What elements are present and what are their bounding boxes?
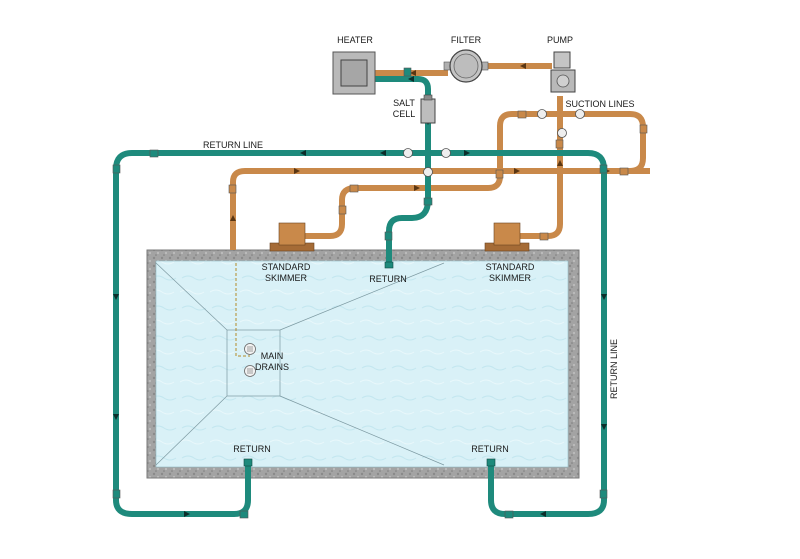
filter-icon bbox=[443, 49, 489, 83]
valve-icon bbox=[423, 167, 433, 177]
return-inlets bbox=[243, 261, 496, 467]
heater-icon bbox=[332, 51, 376, 95]
salt-cell-icon bbox=[420, 94, 436, 124]
heater-label: HEATER bbox=[337, 35, 373, 45]
pipe-couplings bbox=[112, 67, 648, 519]
valve-icon bbox=[557, 128, 567, 138]
suction-pipes bbox=[230, 63, 650, 250]
return-flow-arrows bbox=[113, 76, 607, 517]
return-bottom-right-label: RETURN bbox=[471, 444, 509, 454]
return-line-top-label: RETURN LINE bbox=[203, 140, 263, 150]
main-drain-suction-line bbox=[230, 168, 650, 250]
labels: HEATER FILTER PUMP SALT CELL SUCTION LIN… bbox=[203, 35, 635, 454]
left-return-line bbox=[113, 150, 428, 517]
pool bbox=[146, 249, 580, 479]
skimmer-left-label-line2: SKIMMER bbox=[265, 273, 308, 283]
right-return-line bbox=[428, 150, 607, 517]
heater-return-line bbox=[374, 76, 431, 200]
pump-label: PUMP bbox=[547, 35, 573, 45]
skimmers bbox=[269, 222, 530, 252]
valve-icon bbox=[441, 148, 451, 158]
main-drains-label-line1: MAIN bbox=[261, 351, 284, 361]
left-skimmer bbox=[269, 222, 315, 252]
skimmer-left-label-line1: STANDARD bbox=[262, 262, 311, 272]
skimmer-right-label-line2: SKIMMER bbox=[489, 273, 532, 283]
filter-label: FILTER bbox=[451, 35, 482, 45]
return-bottom-left-label: RETURN bbox=[233, 444, 271, 454]
left-skimmer-suction-line bbox=[300, 111, 563, 239]
valves bbox=[403, 109, 585, 177]
valve-icon bbox=[575, 109, 585, 119]
main-drains bbox=[235, 263, 256, 377]
pool-floor-lines bbox=[155, 262, 445, 466]
salt-cell-label-line1: SALT bbox=[393, 98, 415, 108]
top-return-line bbox=[386, 199, 431, 268]
pump-icon bbox=[550, 51, 576, 93]
equipment bbox=[332, 49, 576, 124]
skimmer-right-label-line1: STANDARD bbox=[486, 262, 535, 272]
main-drains-label-line2: DRAINS bbox=[255, 362, 289, 372]
valve-icon bbox=[537, 109, 547, 119]
return-top-label: RETURN bbox=[369, 274, 407, 284]
suction-lines-label: SUCTION LINES bbox=[565, 99, 634, 109]
salt-cell-label-line2: CELL bbox=[393, 109, 416, 119]
return-pipes bbox=[113, 76, 607, 517]
valve-icon bbox=[403, 148, 413, 158]
pool-water bbox=[155, 260, 569, 468]
return-line-right-label: RETURN LINE bbox=[609, 339, 619, 399]
right-skimmer bbox=[484, 222, 530, 252]
